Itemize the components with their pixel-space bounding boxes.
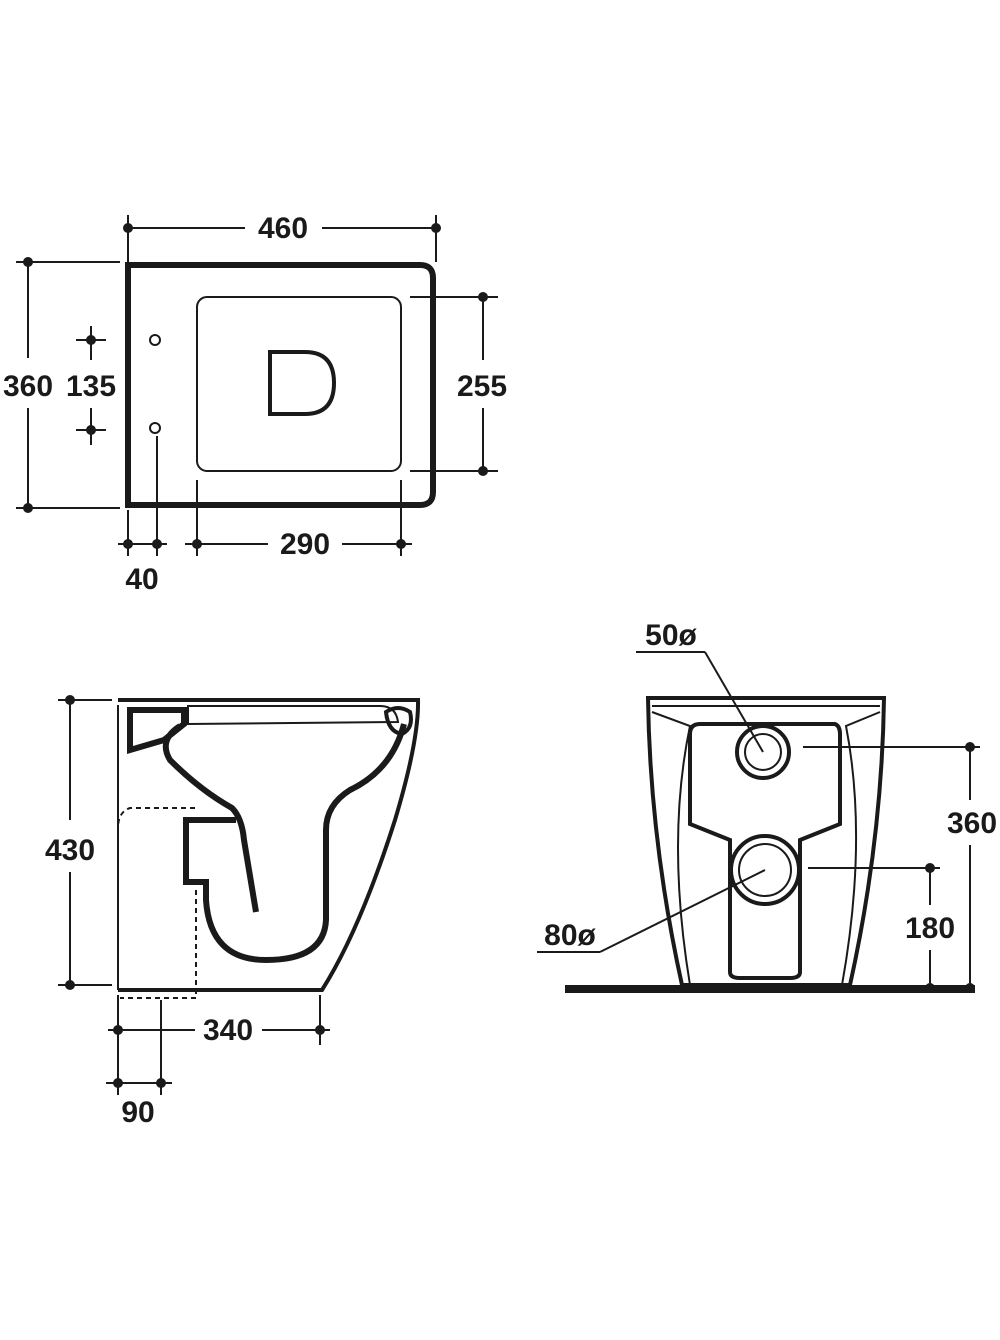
bowl-opening-d-shape: [268, 350, 337, 416]
inlet-outer-ring: [735, 724, 791, 780]
outlet-length-label: 340: [203, 1014, 253, 1047]
dimension-hole-spacing: 135: [66, 326, 116, 445]
depth-label: 360: [3, 370, 53, 403]
fixing-hole-upper: [149, 334, 161, 346]
dimension-side-height: 430: [45, 695, 112, 990]
side-view: 430 340 90: [45, 695, 421, 1129]
outlet-outer-ring: [729, 834, 801, 906]
outlet-offset-label: 90: [121, 1096, 154, 1129]
side-view-outline: [118, 698, 421, 992]
rear-recess: [688, 722, 842, 980]
outlet-pipe-dashed: [117, 807, 197, 999]
dimension-outlet-offset: 90: [106, 1000, 172, 1129]
bowl-interior: [162, 723, 259, 913]
dimension-outlet-length: 340: [108, 995, 330, 1095]
leader-outlet-diameter: 80ø: [537, 869, 766, 953]
floor-line: [565, 985, 975, 993]
dimension-inlet-height: 360: [803, 742, 997, 993]
width-label: 460: [258, 212, 308, 245]
hole-offset-label: 40: [125, 563, 158, 596]
dimension-width: 460: [123, 212, 441, 262]
seat-width-label: 290: [280, 528, 330, 561]
inlet-diameter-label: 50ø: [645, 619, 697, 652]
outlet-diameter-label: 80ø: [544, 919, 596, 952]
dimension-outlet-height: 180: [808, 863, 955, 993]
top-view-outline: [125, 262, 436, 508]
top-view: 460 360 135: [3, 212, 507, 596]
dimension-seat-depth: 255: [410, 292, 507, 476]
dimension-seat-width: 290: [185, 480, 412, 561]
seat-depth-label: 255: [457, 370, 507, 403]
outlet-height-label: 180: [905, 912, 955, 945]
rear-view: 50ø 80ø 360 180: [537, 619, 997, 993]
height-label: 430: [45, 834, 95, 867]
trap-outline: [183, 723, 407, 964]
flush-channel-right: [383, 706, 413, 737]
outlet-inner-ring: [738, 843, 792, 897]
rim-channel: [187, 705, 400, 726]
dimension-hole-offset: 40: [118, 436, 167, 596]
leader-inlet-diameter: 50ø: [636, 619, 764, 753]
inlet-height-label: 360: [947, 807, 997, 840]
rear-inner-outline: [651, 711, 881, 986]
dimension-depth: 360: [3, 257, 120, 513]
inlet-inner-ring: [744, 733, 782, 771]
fixing-hole-lower: [149, 422, 161, 434]
seat-outline: [196, 296, 402, 472]
hole-spacing-label: 135: [66, 370, 116, 403]
